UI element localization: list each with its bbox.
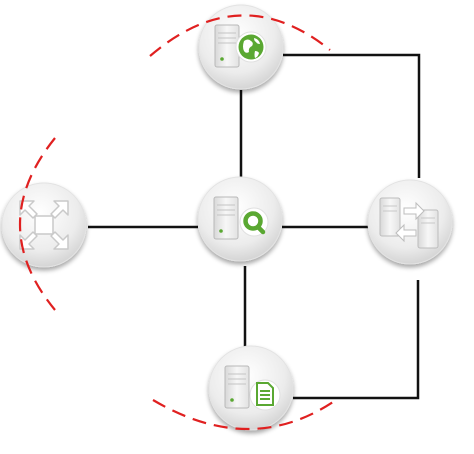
hub-arrows-icon [19,200,69,250]
document-server-icon [224,365,281,411]
search-server-node[interactable] [197,176,283,262]
connections [88,53,421,400]
web-server-node[interactable] [198,4,284,90]
hub-node[interactable] [1,182,87,268]
document-server-node[interactable] [208,345,294,431]
edge-web-transfer [283,53,421,178]
transfer-server-node[interactable] [367,179,453,265]
highlight-arc-web [149,14,331,57]
highlight-arcs [19,14,337,430]
edge-transfer-document [293,280,420,400]
highlight-arc-document [152,399,337,430]
server-transfer-icon [379,197,439,249]
search-server-icon [213,196,269,240]
highlight-arc-hub [19,137,56,311]
globe-server-icon [214,24,267,68]
